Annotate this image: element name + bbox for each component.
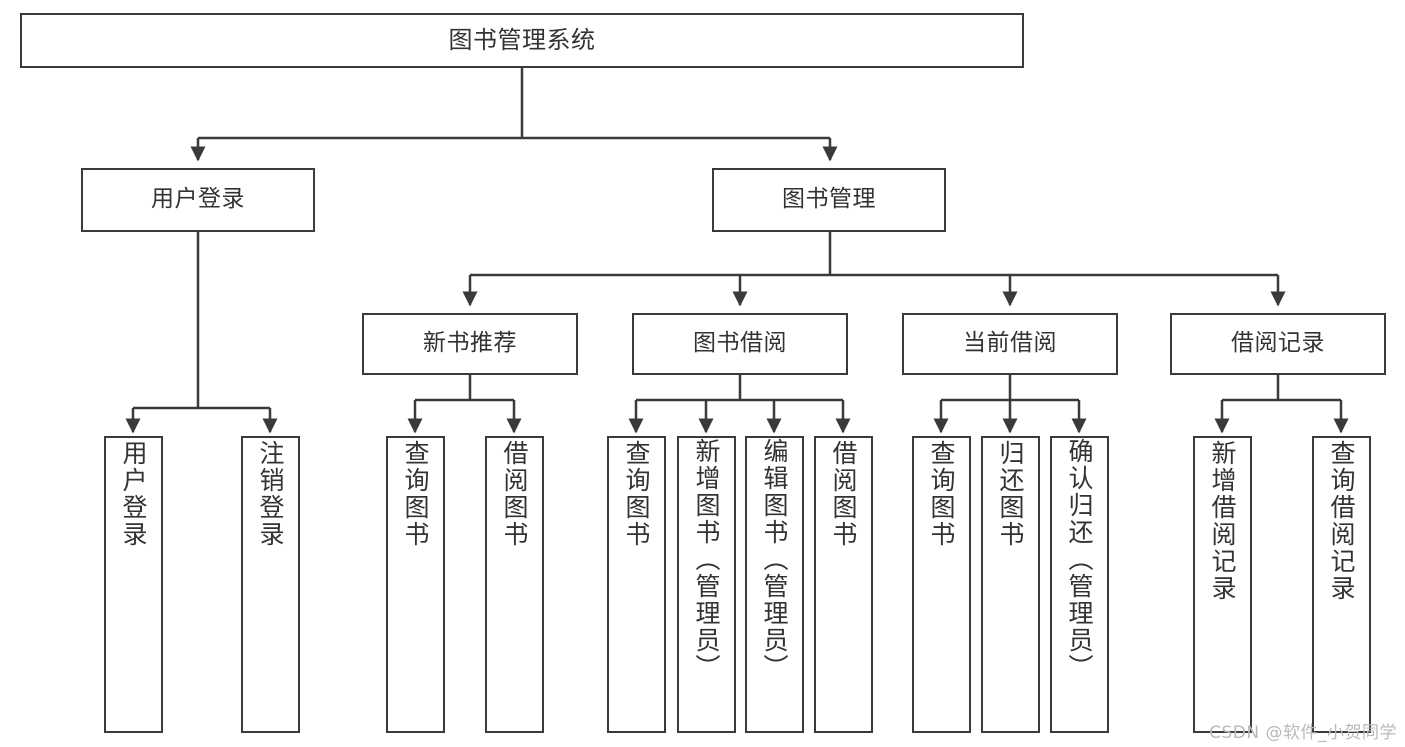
node-book-borrow-label: 图书借阅 <box>693 330 787 357</box>
leaf-query-book-borrow-label: 查询图书 <box>622 440 651 548</box>
node-borrow-record[interactable]: 借阅记录 <box>1170 313 1386 375</box>
leaf-add-book-admin-label: 新增图书（管理员） <box>692 438 721 681</box>
leaf-query-book-current-label: 查询图书 <box>927 440 956 548</box>
leaf-edit-book-admin[interactable]: 编辑图书（管理员） <box>745 436 804 733</box>
leaf-borrow-book-label: 借阅图书 <box>829 440 858 548</box>
leaf-query-book-recommend-label: 查询图书 <box>401 440 430 548</box>
node-book-management-label: 图书管理 <box>782 186 876 213</box>
node-book-borrow[interactable]: 图书借阅 <box>632 313 848 375</box>
leaf-query-book-borrow[interactable]: 查询图书 <box>607 436 666 733</box>
node-user-login[interactable]: 用户登录 <box>81 168 315 232</box>
leaf-borrow-book-recommend-label: 借阅图书 <box>500 440 529 548</box>
node-current-borrow[interactable]: 当前借阅 <box>902 313 1118 375</box>
leaf-query-book-recommend[interactable]: 查询图书 <box>386 436 445 733</box>
leaf-logout[interactable]: 注销登录 <box>241 436 300 733</box>
node-borrow-record-label: 借阅记录 <box>1231 330 1325 357</box>
leaf-edit-book-admin-label: 编辑图书（管理员） <box>760 438 789 681</box>
node-root-label: 图书管理系统 <box>448 26 596 55</box>
leaf-add-borrow-record[interactable]: 新增借阅记录 <box>1193 436 1252 733</box>
leaf-return-book-label: 归还图书 <box>996 440 1025 548</box>
node-book-management[interactable]: 图书管理 <box>712 168 946 232</box>
leaf-confirm-return-admin-label: 确认归还（管理员） <box>1065 438 1094 681</box>
leaf-query-borrow-record-label: 查询借阅记录 <box>1327 440 1356 602</box>
leaf-user-login[interactable]: 用户登录 <box>104 436 163 733</box>
node-user-login-label: 用户登录 <box>151 186 245 213</box>
watermark-text: CSDN @软件_小贺同学 <box>1209 723 1397 743</box>
node-new-book-recommend-label: 新书推荐 <box>423 330 517 357</box>
leaf-user-login-label: 用户登录 <box>119 440 148 548</box>
leaf-add-book-admin[interactable]: 新增图书（管理员） <box>677 436 736 733</box>
leaf-query-book-current[interactable]: 查询图书 <box>912 436 971 733</box>
leaf-return-book[interactable]: 归还图书 <box>981 436 1040 733</box>
node-root[interactable]: 图书管理系统 <box>20 13 1024 68</box>
node-new-book-recommend[interactable]: 新书推荐 <box>362 313 578 375</box>
leaf-query-borrow-record[interactable]: 查询借阅记录 <box>1312 436 1371 733</box>
node-current-borrow-label: 当前借阅 <box>963 330 1057 357</box>
leaf-logout-label: 注销登录 <box>256 440 285 548</box>
leaf-add-borrow-record-label: 新增借阅记录 <box>1208 440 1237 602</box>
leaf-confirm-return-admin[interactable]: 确认归还（管理员） <box>1050 436 1109 733</box>
leaf-borrow-book[interactable]: 借阅图书 <box>814 436 873 733</box>
leaf-borrow-book-recommend[interactable]: 借阅图书 <box>485 436 544 733</box>
